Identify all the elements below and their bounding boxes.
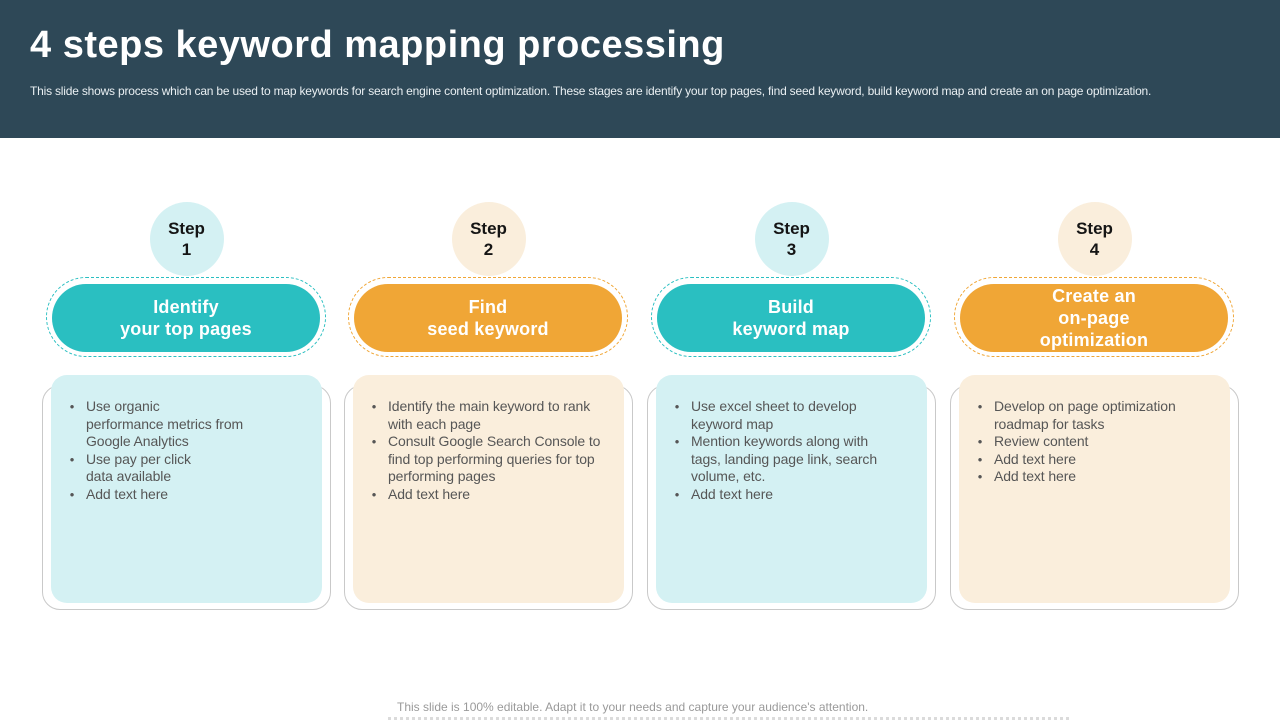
bullet-item: • Add text here [975, 451, 1224, 469]
bullet-text: Add text here [691, 485, 773, 502]
bullet-list: •Use excel sheet to develop keyword map•… [656, 375, 927, 504]
bullet-text: Consult Google Search Console to find to… [388, 433, 601, 485]
step-3-badge: Step 3 [754, 202, 829, 276]
bullet-item: • Develop on page optimization roadmap fo… [975, 398, 1224, 433]
step-badge-word: Step [773, 219, 810, 238]
bullet-item: • Add text here [975, 468, 1224, 486]
step-4-badge: Step 4 [1057, 202, 1132, 276]
header-band: 4 steps keyword mapping processing This … [0, 0, 1280, 138]
bullet-text: Develop on page optimization roadmap for… [994, 398, 1176, 432]
step-1-badge: Step 1 [149, 202, 224, 276]
bullet-text: Add text here [388, 485, 470, 502]
bullet-text: Add text here [86, 485, 168, 502]
bullet-dot-icon: • [674, 434, 680, 450]
step-2-panel: • Identify the main keyword to rank with … [353, 375, 624, 603]
bullet-dot-icon: • [674, 399, 680, 414]
bullet-text: Use organic performance metrics from Goo… [86, 398, 244, 450]
step-column-4: Step 4 Create an on-page optimization • D… [949, 202, 1240, 610]
bullet-dot-icon: • [977, 399, 983, 414]
bullet-item: • Add text here [369, 486, 618, 504]
bullet-list: • Use organic performance metrics from Go… [51, 375, 322, 504]
step-3-panel: •Use excel sheet to develop keyword map•… [656, 375, 927, 603]
bullet-item: • Mention keywords along with tags, landi… [672, 433, 921, 486]
bullet-item: • Identify the main keyword to rank with … [369, 398, 618, 433]
bullet-item: • Review content [975, 433, 1224, 451]
bullet-text: Add text here [994, 450, 1076, 467]
bullet-list: • Develop on page optimization roadmap fo… [959, 375, 1230, 486]
bullet-list: • Identify the main keyword to rank with … [353, 375, 624, 504]
step-column-1: Step 1 Identify your top pages • Use orga… [41, 202, 332, 610]
bullet-item: • Use organic performance metrics from Go… [67, 398, 316, 451]
bullet-text: Identify the main keyword to rank with e… [388, 398, 591, 432]
step-column-3: Step 3 Build keyword map • Use excel shee… [646, 202, 937, 610]
footer-note: This slide is 100% editable. Adapt it to… [397, 700, 869, 714]
step-pill-label: Create an on-page optimization [1039, 286, 1149, 350]
step-1-pill: Identify your top pages [52, 284, 320, 352]
step-badge-word: Step [168, 219, 205, 238]
step-badge-word: Step [1076, 219, 1113, 238]
step-badge-word: Step [470, 219, 507, 238]
bullet-dot-icon: • [977, 434, 983, 450]
bullet-item: • Use excel sheet to develop keyword map [672, 398, 921, 433]
page-subtitle: This slide shows process which can be us… [30, 84, 1152, 98]
pill-dashed-outline [46, 277, 326, 357]
step-pill-label: Find seed keyword [427, 297, 549, 339]
step-4-pill: Create an on-page optimization [960, 284, 1228, 352]
bullet-text: Review content [994, 433, 1089, 450]
step-badge-number: 4 [1089, 240, 1100, 259]
page-title: 4 steps keyword mapping processing [30, 24, 725, 66]
bullet-text: Mention keywords along with tags, landin… [691, 433, 878, 485]
pill-dashed-outline [651, 277, 931, 357]
bullet-dot-icon: • [69, 399, 75, 414]
step-pill-label: Identify your top pages [120, 297, 252, 339]
bullet-item: • Add text here [67, 486, 316, 504]
step-badge-number: 3 [786, 240, 797, 259]
footer-cropped-line [388, 717, 1070, 720]
bullet-text: Add text here [994, 468, 1076, 485]
step-badge-number: 2 [483, 240, 494, 259]
step-2-pill: Find seed keyword [354, 284, 622, 352]
pill-dashed-outline [954, 277, 1234, 357]
step-pill-label: Build keyword map [732, 297, 850, 339]
pill-dashed-outline [348, 277, 628, 357]
bullet-dot-icon: • [69, 486, 75, 502]
step-badge-number: 1 [181, 240, 192, 259]
step-1-panel: • Use organic performance metrics from Go… [51, 375, 322, 603]
bullet-text: Use pay per click data available [86, 450, 191, 485]
bullet-item: • Consult Google Search Console to find t… [369, 433, 618, 486]
bullet-dot-icon: • [977, 469, 983, 485]
bullet-dot-icon: • [69, 451, 75, 467]
bullet-item: • Use pay per click data available [67, 451, 316, 486]
bullet-item: • Add text here [672, 486, 921, 504]
step-2-badge: Step 2 [451, 202, 526, 276]
bullet-dot-icon: • [371, 399, 377, 414]
bullet-dot-icon: • [674, 486, 680, 502]
bullet-text: Use excel sheet to develop keyword map [691, 398, 857, 432]
step-3-pill: Build keyword map [657, 284, 925, 352]
bullet-dot-icon: • [977, 451, 983, 467]
bullet-dot-icon: • [371, 486, 377, 502]
bullet-dot-icon: • [371, 434, 377, 450]
step-column-2: Step 2 Find seed keyword • Identify the m… [343, 202, 634, 610]
step-4-panel: • Develop on page optimization roadmap fo… [959, 375, 1230, 603]
